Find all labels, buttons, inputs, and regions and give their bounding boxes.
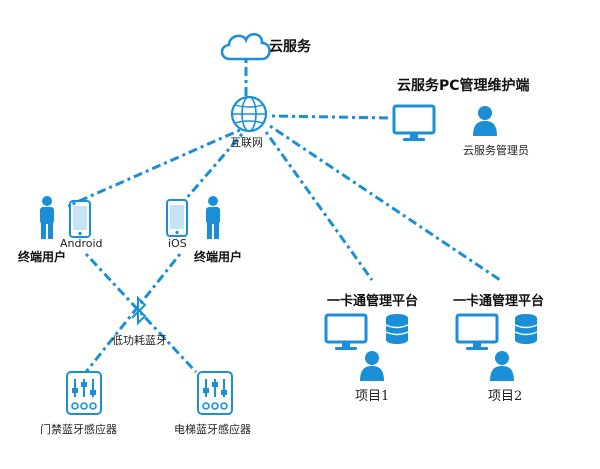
elevator-sensor-node: 电梯蓝牙感应器 <box>174 371 251 436</box>
bluetooth-label: 低功耗蓝牙 <box>112 334 167 347</box>
end-user-label-left: 终端用户 <box>18 249 66 264</box>
internet-node: 互联网 <box>230 95 268 149</box>
android-phone-icon <box>69 200 91 238</box>
sensor-panel-icon <box>66 371 102 415</box>
bluetooth-icon <box>131 295 147 326</box>
admin-label: 云服务管理员 <box>463 143 529 157</box>
database-icon <box>514 313 538 345</box>
cloud-node: 云服务 <box>220 33 312 61</box>
link-internet-ios <box>183 133 244 201</box>
sensor-panel-icon <box>197 371 233 415</box>
link-internet-android <box>67 128 241 208</box>
android-user-node: Android 终端用户 <box>18 196 103 264</box>
user-person-icon <box>206 196 220 239</box>
person-icon <box>490 351 514 381</box>
end-user-label-right: 终端用户 <box>194 249 242 264</box>
door-sensor-node: 门禁蓝牙感应器 <box>40 371 117 436</box>
project-1-label: 项目1 <box>355 389 389 404</box>
user-person-icon <box>40 196 54 239</box>
admin-person-icon <box>473 106 497 136</box>
monitor-icon <box>392 104 436 143</box>
person-icon <box>360 351 384 381</box>
android-label: Android <box>60 237 103 250</box>
platform-1-node: 一卡通管理平台 项目1 <box>324 293 418 404</box>
door-sensor-label: 门禁蓝牙感应器 <box>40 422 117 436</box>
globe-icon <box>230 95 268 133</box>
cloud-label: 云服务 <box>269 38 312 55</box>
ios-phone-icon <box>166 199 188 237</box>
ios-label: iOS <box>168 237 187 250</box>
monitor-icon <box>324 313 368 352</box>
monitor-icon <box>455 313 499 352</box>
platform-2-title: 一卡通管理平台 <box>453 293 544 309</box>
internet-label: 互联网 <box>230 136 263 149</box>
pc-console-label: 云服务PC管理维护端 <box>397 77 530 94</box>
project-2-label: 项目2 <box>488 389 522 404</box>
database-icon <box>385 313 409 345</box>
bluetooth-node: 低功耗蓝牙 <box>112 295 167 347</box>
platform-2-node: 一卡通管理平台 项目2 <box>453 293 544 404</box>
cloud-icon <box>220 33 271 61</box>
link-internet-platform2 <box>269 124 501 282</box>
link-internet-pc <box>271 114 393 120</box>
platform-1-title: 一卡通管理平台 <box>327 293 418 309</box>
ios-user-node: iOS 终端用户 <box>166 196 242 264</box>
link-ios-door <box>84 253 182 373</box>
elevator-sensor-label: 电梯蓝牙感应器 <box>174 422 251 436</box>
link-internet-platform1 <box>264 131 374 281</box>
pc-console-node: 云服务PC管理维护端 云服务管理员 <box>392 77 530 157</box>
